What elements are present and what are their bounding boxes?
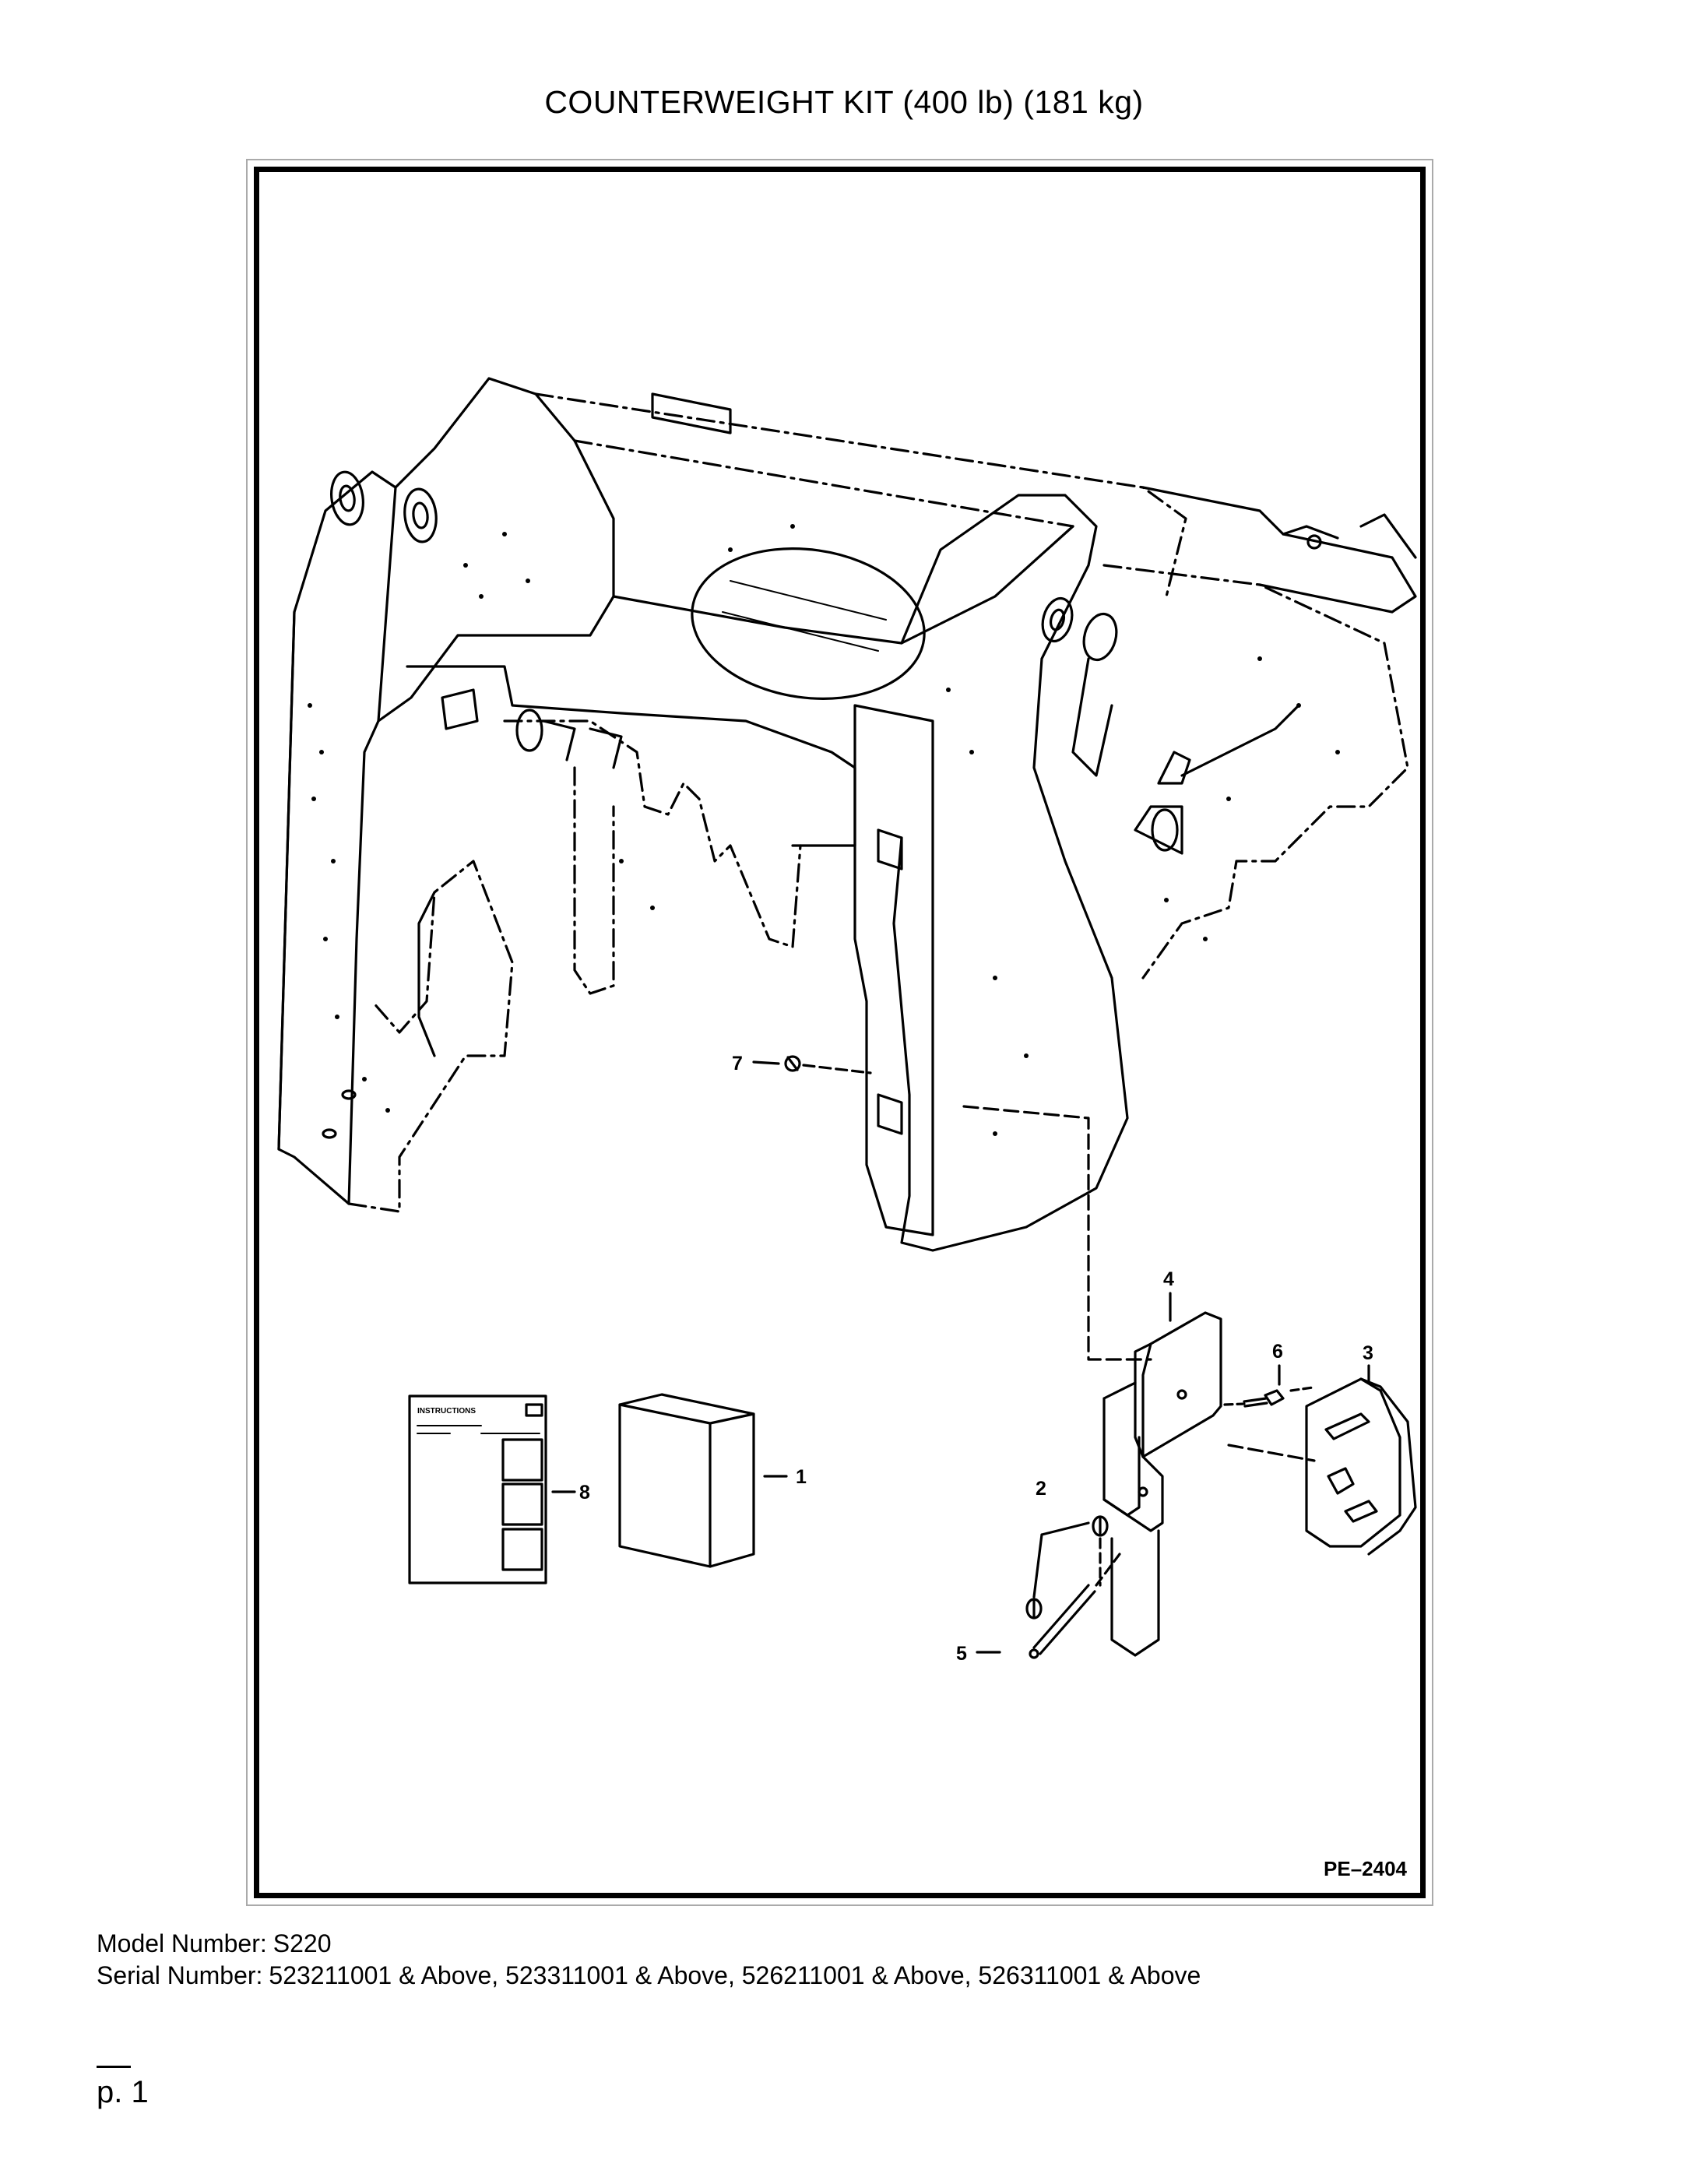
callout-1: 1 xyxy=(796,1466,807,1488)
instruction-sheet-icon xyxy=(408,1394,576,1584)
bracket-icon xyxy=(1102,1311,1222,1657)
parts-diagram-border xyxy=(254,167,1426,1898)
nut-icon xyxy=(784,1055,872,1074)
page-title: COUNTERWEIGHT KIT (400 lb) (181 kg) xyxy=(544,84,1144,120)
callout-5: 5 xyxy=(956,1643,967,1665)
model-number-value: S220 xyxy=(273,1929,332,1957)
callout-3: 3 xyxy=(1363,1342,1373,1364)
serial-number-line: Serial Number:523211001 & Above, 5233110… xyxy=(97,1961,1201,1990)
callout-labels: 1 2 3 4 5 6 7 8 INSTRUCTIONS xyxy=(417,1053,1373,1665)
page-number-rule xyxy=(97,2066,131,2068)
exploded-parts-diagram: 1 2 3 4 5 6 7 8 INSTRUCTIONS xyxy=(277,377,1417,1665)
counterweight-icon xyxy=(1227,1377,1417,1556)
decal-box-icon xyxy=(618,1393,788,1568)
model-number-label: Model Number: xyxy=(97,1929,267,1957)
instruction-sheet-label: INSTRUCTIONS xyxy=(417,1407,476,1416)
serial-number-value: 523211001 & Above, 523311001 & Above, 52… xyxy=(269,1961,1201,1989)
callout-4: 4 xyxy=(1163,1268,1174,1290)
pin-icon xyxy=(1025,1515,1121,1659)
callout-6: 6 xyxy=(1272,1341,1283,1363)
loader-frame-drawing xyxy=(277,377,1417,1252)
callout-7: 7 xyxy=(732,1053,743,1074)
bolt-icon xyxy=(1223,1386,1314,1408)
serial-number-label: Serial Number: xyxy=(97,1961,263,1989)
parts-diagram-frame: 1 2 3 4 5 6 7 8 INSTRUCTIONS PE–2404 xyxy=(246,159,1433,1906)
callout-2: 2 xyxy=(1036,1478,1046,1500)
figure-code: PE–2404 xyxy=(1324,1857,1407,1880)
page-number: p. 1 xyxy=(97,2075,149,2109)
model-number-line: Model Number:S220 xyxy=(97,1929,331,1958)
callout-8: 8 xyxy=(579,1482,590,1503)
